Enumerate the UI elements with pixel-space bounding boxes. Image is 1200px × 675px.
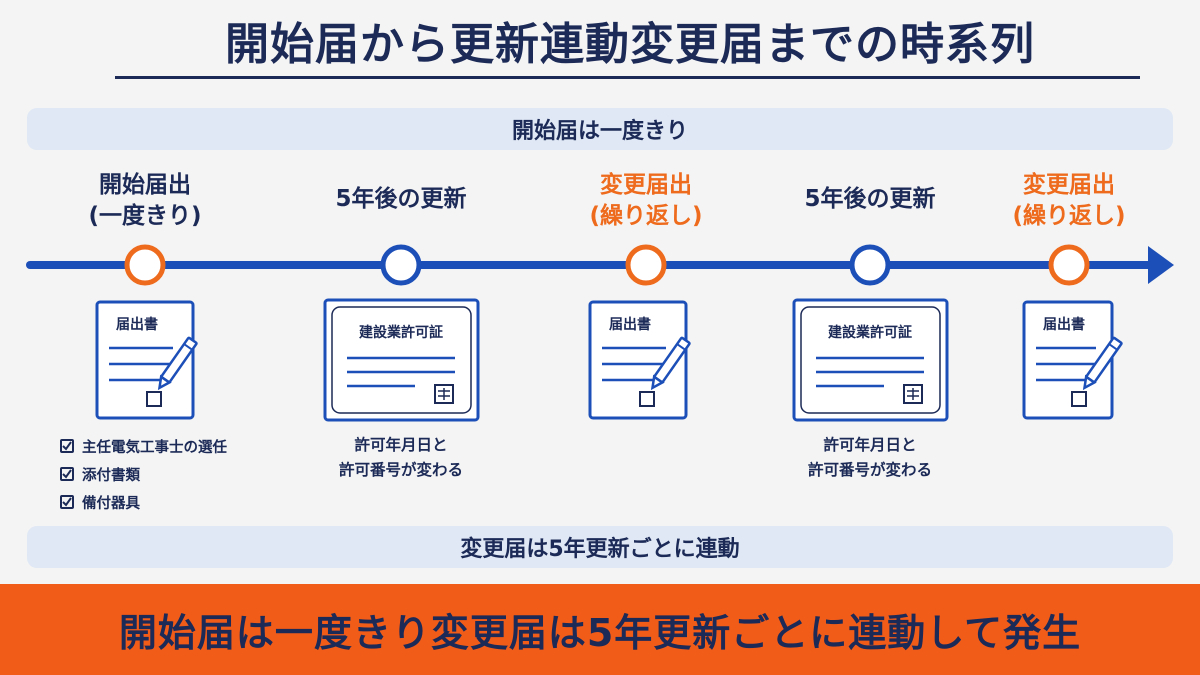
checklist-label: 主任電気工事士の選任 (82, 439, 227, 456)
renewal-desc-line1: 許可年月日と (823, 436, 917, 454)
checkmark-icon (60, 439, 74, 453)
milestone-marker-start (124, 244, 166, 286)
milestone-label-line2: (一度きり) (88, 203, 202, 229)
renewal-description-2: 許可年月日と 許可番号が変わる (760, 433, 980, 483)
renewal-desc-line2: 許可番号が変わる (807, 461, 932, 479)
renewal-desc-line2: 許可番号が変わる (338, 461, 463, 479)
doc-title: 届出書 (116, 316, 158, 333)
milestone-label-change-1: 変更届出 (繰り返し) (536, 170, 756, 232)
checkmark-icon (60, 495, 74, 509)
milestone-label-renewal-2: 5年後の更新 (760, 184, 980, 215)
checkmark-icon (60, 467, 74, 481)
milestone-label-line1: 5年後の更新 (335, 186, 467, 212)
page-title: 開始届から更新連動変更届までの時系列 (225, 19, 1035, 70)
milestone-marker-renewal-1 (380, 244, 422, 286)
milestone-label-change-2: 変更届出 (繰り返し) (959, 170, 1179, 232)
milestone-label-line2: (繰り返し) (1012, 203, 1126, 229)
milestone-label-start: 開始届出 (一度きり) (35, 170, 255, 232)
milestone-label-renewal-1: 5年後の更新 (291, 184, 511, 215)
form-document-icon: 届出書 (588, 300, 691, 420)
bottom-band: 変更届は5年更新ごとに連動 (27, 526, 1173, 568)
start-checklist: 主任電気工事士の選任 添付書類 備付器具 (60, 432, 227, 516)
renewal-description-1: 許可年月日と 許可番号が変わる (291, 433, 511, 483)
doc-title: 建設業許可証 (828, 324, 912, 341)
milestone-label-line1: 5年後の更新 (804, 186, 936, 212)
certificate-icon: 建設業許可証 (323, 298, 480, 422)
checklist-item: 添付書類 (60, 460, 227, 488)
milestone-marker-change-1 (625, 244, 667, 286)
milestone-label-line1: 開始届出 (99, 172, 191, 198)
doc-title: 届出書 (609, 316, 651, 333)
timeline-arrowhead (1148, 246, 1174, 284)
form-document-icon: 届出書 (1022, 300, 1123, 420)
milestone-marker-renewal-2 (849, 244, 891, 286)
doc-title: 建設業許可証 (359, 324, 443, 341)
doc-title: 届出書 (1043, 316, 1085, 333)
milestone-label-line2: (繰り返し) (589, 203, 703, 229)
checklist-item: 主任電気工事士の選任 (60, 432, 227, 460)
checklist-item: 備付器具 (60, 488, 227, 516)
renewal-desc-line1: 許可年月日と (354, 436, 448, 454)
milestone-label-line1: 変更届出 (600, 172, 692, 198)
footer-banner: 開始届は一度きり変更届は5年更新ごとに連動して発生 (0, 584, 1200, 675)
milestone-label-line1: 変更届出 (1023, 172, 1115, 198)
checklist-label: 添付書類 (82, 467, 140, 484)
form-document-icon: 届出書 (95, 300, 198, 420)
certificate-icon: 建設業許可証 (792, 298, 949, 422)
checklist-label: 備付器具 (82, 495, 140, 512)
title-underline (115, 76, 1140, 79)
milestone-marker-change-2 (1048, 244, 1090, 286)
top-band: 開始届は一度きり (27, 108, 1173, 150)
